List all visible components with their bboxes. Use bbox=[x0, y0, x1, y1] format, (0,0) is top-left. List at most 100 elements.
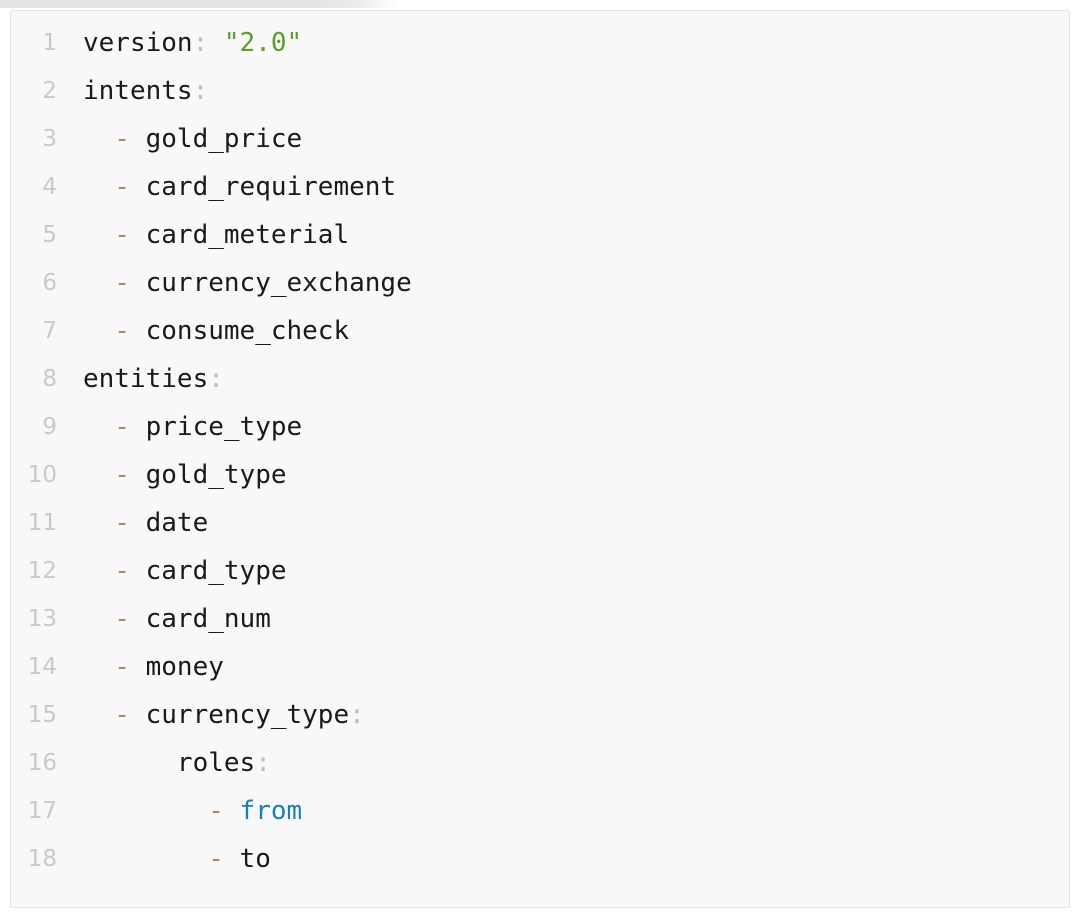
token-space bbox=[83, 748, 177, 778]
code-line[interactable]: 16 roles: bbox=[11, 739, 1069, 787]
top-bar-fragment bbox=[0, 0, 398, 8]
token-plain: money bbox=[145, 652, 224, 682]
token-dash: - bbox=[114, 220, 130, 250]
token-dash: - bbox=[114, 124, 130, 154]
code-line[interactable]: 9 - price_type bbox=[11, 403, 1069, 451]
token-dash: - bbox=[114, 652, 130, 682]
token-colon: : bbox=[349, 700, 365, 730]
line-number: 5 bbox=[42, 222, 57, 248]
token-plain: card_meterial bbox=[145, 220, 350, 250]
code-line-content: - card_type bbox=[83, 547, 286, 595]
code-line[interactable]: 6 - currency_exchange bbox=[11, 259, 1069, 307]
code-line[interactable]: 13 - card_num bbox=[11, 595, 1069, 643]
token-key: version bbox=[83, 28, 193, 58]
code-line-content: - currency_type: bbox=[83, 691, 365, 739]
code-line-content: version: "2.0" bbox=[83, 19, 302, 67]
token-plain: gold_price bbox=[145, 124, 303, 154]
token-colon: : bbox=[208, 364, 224, 394]
token-space bbox=[224, 844, 240, 874]
line-number: 6 bbox=[42, 270, 57, 296]
token-space bbox=[83, 220, 114, 250]
code-line-content: - to bbox=[83, 835, 271, 883]
token-space bbox=[83, 508, 114, 538]
code-line-content: - gold_price bbox=[83, 115, 302, 163]
code-line[interactable]: 15 - currency_type: bbox=[11, 691, 1069, 739]
line-number: 1 bbox=[42, 30, 57, 56]
code-line[interactable]: 11 - date bbox=[11, 499, 1069, 547]
code-line[interactable]: 7 - consume_check bbox=[11, 307, 1069, 355]
token-key: entities bbox=[83, 364, 209, 394]
code-line-content: - currency_exchange bbox=[83, 259, 412, 307]
line-number: 14 bbox=[27, 654, 57, 680]
code-line-content: - price_type bbox=[83, 403, 302, 451]
code-line[interactable]: 12 - card_type bbox=[11, 547, 1069, 595]
line-number: 9 bbox=[42, 414, 57, 440]
token-space bbox=[130, 556, 146, 586]
token-space bbox=[83, 316, 114, 346]
code-line[interactable]: 1 version: "2.0" bbox=[11, 19, 1069, 67]
token-space bbox=[130, 220, 146, 250]
token-space bbox=[130, 172, 146, 202]
line-number: 7 bbox=[42, 318, 57, 344]
code-line-content: entities: bbox=[83, 355, 224, 403]
token-space bbox=[130, 460, 146, 490]
line-number: 11 bbox=[27, 510, 57, 536]
line-number: 16 bbox=[27, 750, 57, 776]
token-space bbox=[83, 172, 114, 202]
code-line-content: - card_requirement bbox=[83, 163, 396, 211]
token-plain: card_num bbox=[145, 604, 271, 634]
token-plain: currency_type bbox=[145, 700, 350, 730]
token-space bbox=[130, 412, 146, 442]
token-dash: - bbox=[114, 508, 130, 538]
token-plain: consume_check bbox=[145, 316, 350, 346]
token-dash: - bbox=[114, 700, 130, 730]
token-plain: price_type bbox=[145, 412, 303, 442]
token-dash: - bbox=[208, 796, 224, 826]
token-space bbox=[83, 460, 114, 490]
code-line[interactable]: 18 - to bbox=[11, 835, 1069, 883]
token-keyword: from bbox=[239, 796, 303, 826]
token-space bbox=[83, 652, 114, 682]
token-plain: card_requirement bbox=[145, 172, 397, 202]
token-space bbox=[224, 796, 240, 826]
code-line-content: - from bbox=[83, 787, 302, 835]
line-number: 13 bbox=[27, 606, 57, 632]
code-line[interactable]: 10 - gold_type bbox=[11, 451, 1069, 499]
code-line[interactable]: 3 - gold_price bbox=[11, 115, 1069, 163]
token-space bbox=[130, 316, 146, 346]
code-line[interactable]: 5 - card_meterial bbox=[11, 211, 1069, 259]
token-dash: - bbox=[114, 268, 130, 298]
code-line-content: - money bbox=[83, 643, 224, 691]
line-number: 4 bbox=[42, 174, 57, 200]
token-space bbox=[83, 700, 114, 730]
code-line[interactable]: 8 entities: bbox=[11, 355, 1069, 403]
token-dash: - bbox=[114, 412, 130, 442]
line-number: 2 bbox=[42, 78, 57, 104]
token-space bbox=[130, 700, 146, 730]
token-dash: - bbox=[114, 172, 130, 202]
token-space bbox=[83, 124, 114, 154]
token-key: intents bbox=[83, 76, 193, 106]
line-number: 15 bbox=[27, 702, 57, 728]
token-plain: gold_type bbox=[145, 460, 287, 490]
code-line[interactable]: 17 - from bbox=[11, 787, 1069, 835]
line-number: 3 bbox=[42, 126, 57, 152]
token-key: roles bbox=[176, 748, 256, 778]
token-dash: - bbox=[114, 316, 130, 346]
token-dash: - bbox=[114, 556, 130, 586]
line-number: 17 bbox=[27, 798, 57, 824]
token-string: "2.0" bbox=[223, 28, 303, 58]
token-dash: - bbox=[114, 460, 130, 490]
code-line-content: - gold_type bbox=[83, 451, 287, 499]
code-line[interactable]: 14 - money bbox=[11, 643, 1069, 691]
code-line[interactable]: 4 - card_requirement bbox=[11, 163, 1069, 211]
token-colon: : bbox=[192, 28, 209, 58]
line-number: 12 bbox=[27, 558, 57, 584]
line-number: 8 bbox=[42, 366, 57, 392]
token-dash: - bbox=[208, 844, 224, 874]
code-line-content: - card_meterial bbox=[83, 211, 349, 259]
token-plain: currency_exchange bbox=[145, 268, 412, 298]
